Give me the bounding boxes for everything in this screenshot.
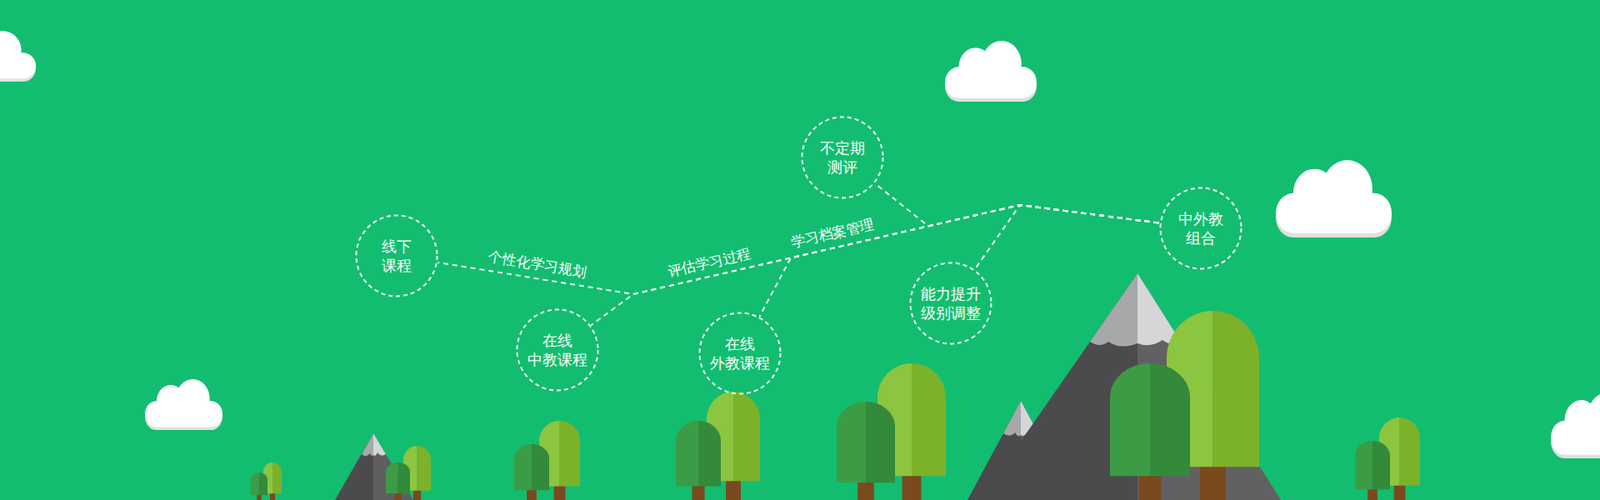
cloud	[145, 379, 223, 430]
text-stack: 在线 中教课程	[527, 330, 588, 370]
cloud	[945, 40, 1037, 102]
cloud	[0, 30, 36, 82]
snow-cap	[361, 433, 374, 456]
cloud	[1275, 160, 1392, 238]
connector-label: 个性化学习规划	[487, 248, 589, 281]
text-stack: 在线 外教课程	[710, 334, 770, 374]
dashed-circle	[1159, 186, 1243, 270]
tree	[675, 420, 721, 500]
dashed-connector	[975, 205, 1160, 270]
tree	[514, 444, 550, 500]
mountain-face	[373, 433, 414, 500]
text-stack: 能力提升 级别调整	[920, 284, 981, 324]
tree	[250, 472, 268, 500]
tree	[385, 462, 410, 500]
tree	[1355, 440, 1390, 500]
dashed-circle-outline	[517, 310, 599, 391]
text-stack: 中外教 组合	[1178, 209, 1224, 249]
flow-label: 学习档案管理	[789, 215, 876, 252]
node-text: 不定期 测评	[820, 138, 865, 178]
cloud	[1550, 392, 1600, 459]
topic-circle: 线下 课程	[355, 214, 439, 298]
dashed-circle	[698, 311, 782, 395]
topic-circle: 能力提升 级别调整	[909, 261, 993, 345]
dashed-circle	[515, 308, 600, 392]
node-text: 能力提升 级别调整	[920, 284, 981, 324]
dashed-connector	[590, 205, 1160, 325]
topic-circle: 不定期 测评	[800, 115, 885, 200]
node-text: 在线 外教课程	[710, 334, 770, 374]
node-text: 在线 中教课程	[527, 330, 588, 370]
text-stack: 线下 课程	[381, 236, 412, 276]
dashed-circle	[355, 214, 439, 298]
snow-cap	[1003, 400, 1021, 436]
flow-label: 评估学习过程	[665, 244, 753, 280]
topic-circle: 在线 外教课程	[698, 311, 782, 395]
dashed-circle-outline	[1160, 188, 1242, 270]
dashed-circle-outline	[802, 117, 884, 199]
topic-circle: 在线 中教课程	[515, 308, 600, 392]
dashed-circle-outline	[700, 313, 781, 395]
snow-cap	[373, 433, 386, 456]
dashed-circle-outline	[910, 263, 992, 345]
node-text: 线下 课程	[381, 236, 412, 276]
dashed-connector	[875, 183, 1160, 226]
snow-cap	[1090, 273, 1138, 347]
dashed-connector	[437, 205, 1160, 295]
node-text: 中外教 组合	[1178, 209, 1224, 249]
text-stack: 不定期 测评	[820, 138, 865, 178]
topic-circle: 中外教 组合	[1159, 186, 1243, 270]
dashed-circle	[909, 261, 993, 345]
mountain-face	[335, 433, 374, 500]
dashed-circle	[800, 115, 885, 200]
tree	[1110, 363, 1190, 500]
dashed-circle-outline	[356, 215, 438, 297]
tree	[836, 401, 895, 500]
